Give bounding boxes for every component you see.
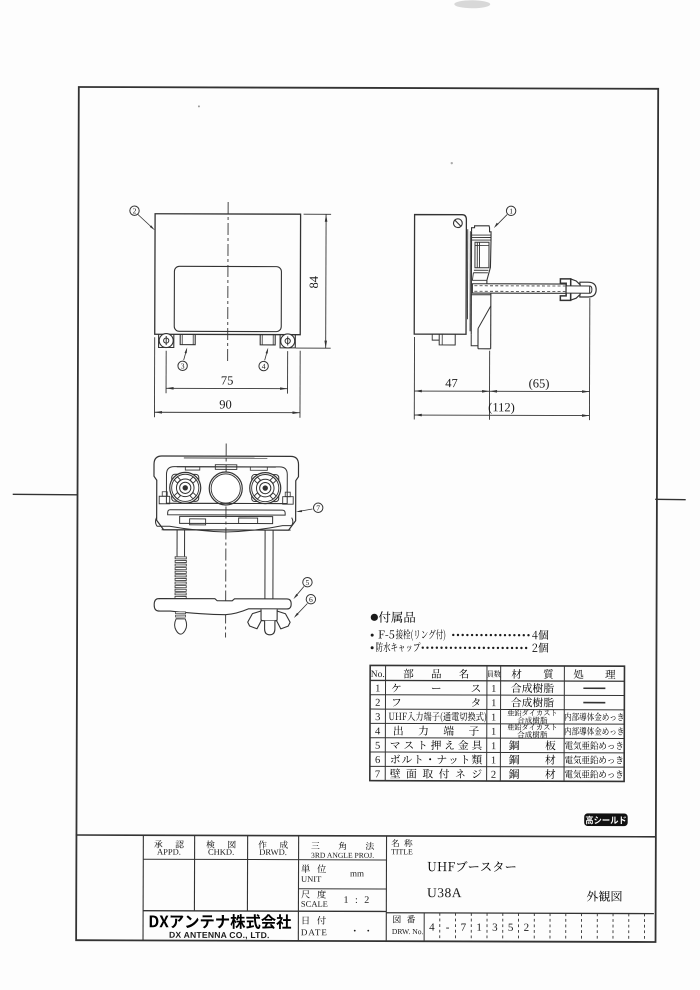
svg-text:No.: No. — [371, 670, 385, 680]
svg-text:1: 1 — [509, 207, 513, 216]
svg-text:DRW. No.: DRW. No. — [392, 927, 424, 936]
svg-text:3: 3 — [181, 362, 185, 371]
svg-text:2: 2 — [133, 206, 137, 215]
svg-text:5: 5 — [306, 578, 310, 587]
svg-text:SCALE: SCALE — [301, 899, 328, 909]
svg-text:DRWD.: DRWD. — [259, 847, 287, 857]
svg-text:75: 75 — [221, 373, 234, 387]
svg-text:4: 4 — [429, 922, 435, 934]
svg-text:2: 2 — [491, 770, 496, 781]
svg-text:TITLE: TITLE — [391, 847, 413, 856]
svg-text:U38A: U38A — [427, 885, 462, 900]
svg-text:47: 47 — [445, 376, 458, 390]
svg-text:6: 6 — [375, 755, 380, 766]
svg-text:3: 3 — [375, 712, 380, 723]
svg-text:7: 7 — [461, 922, 467, 934]
svg-text:1: 1 — [491, 712, 496, 723]
svg-text:1: 1 — [491, 684, 496, 695]
svg-text:-: - — [446, 922, 450, 934]
svg-text:1: 1 — [491, 755, 496, 766]
svg-text:5: 5 — [508, 922, 514, 934]
svg-text:4: 4 — [262, 362, 266, 371]
svg-text:1: 1 — [476, 922, 482, 934]
svg-text:1: 1 — [491, 698, 496, 709]
svg-text:4: 4 — [375, 726, 381, 737]
svg-text:90: 90 — [219, 397, 232, 411]
svg-text:DATE: DATE — [301, 927, 328, 937]
svg-text:1 : 2: 1 : 2 — [343, 895, 371, 906]
svg-text:(112): (112) — [488, 400, 515, 414]
svg-text:(65): (65) — [529, 376, 550, 390]
svg-text:.: . — [353, 922, 356, 934]
svg-text:84: 84 — [307, 275, 321, 288]
svg-text:mm: mm — [350, 868, 364, 878]
svg-text:APPD.: APPD. — [157, 847, 181, 857]
svg-text:DX ANTENNA CO., LTD.: DX ANTENNA CO., LTD. — [169, 930, 270, 940]
svg-text:7: 7 — [316, 503, 320, 512]
svg-text:2: 2 — [375, 698, 380, 709]
svg-text:1: 1 — [375, 683, 380, 694]
svg-text:1: 1 — [491, 741, 496, 752]
svg-text:3: 3 — [492, 922, 498, 934]
svg-text:2: 2 — [524, 922, 530, 934]
svg-text:5: 5 — [375, 741, 380, 752]
svg-text:UNIT: UNIT — [301, 874, 322, 884]
svg-text:7: 7 — [375, 769, 380, 780]
svg-text:CHKD.: CHKD. — [208, 847, 234, 857]
svg-text:3RD ANGLE PROJ.: 3RD ANGLE PROJ. — [311, 851, 374, 860]
svg-text:6: 6 — [309, 595, 313, 604]
svg-text:1: 1 — [491, 727, 496, 738]
svg-text:.: . — [367, 922, 370, 934]
